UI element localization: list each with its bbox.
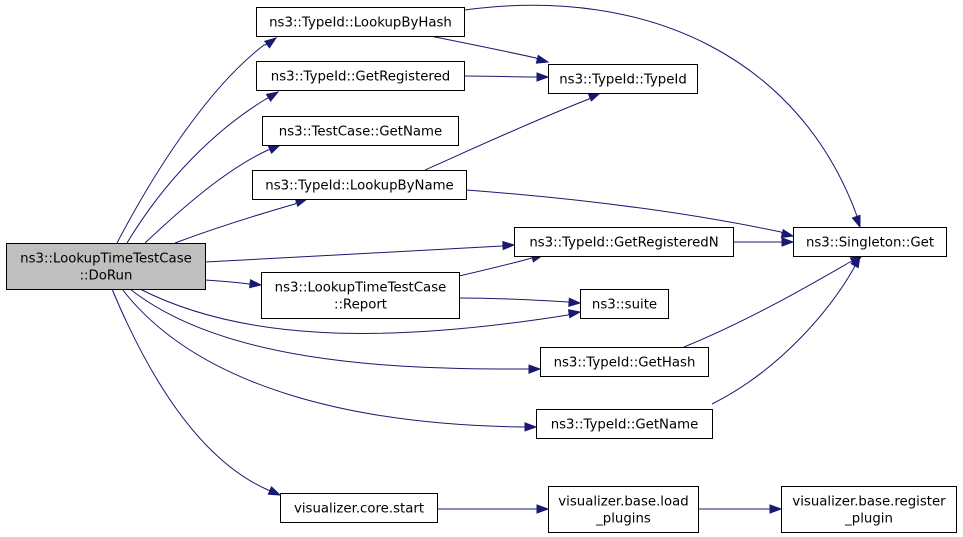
node-suite-label-1: ns3::suite (592, 298, 657, 313)
node-lookuptimetestcase-dorun[interactable]: ns3::LookupTimeTestCase::DoRun (6, 243, 206, 290)
node-typeid-getregisteredn-label-1: ns3::TypeId::GetRegisteredN (529, 236, 718, 251)
node-suite[interactable]: ns3::suite (580, 289, 669, 319)
node-visualizer-base-register-plugin-label-2: _plugin (844, 512, 893, 527)
edge-report-to-suite (458, 297, 582, 307)
node-visualizer-base-load-plugins-label-2: _plugins (595, 512, 651, 527)
node-lookuptimetestcase-report-label-1: ns3::LookupTimeTestCase (275, 281, 447, 296)
edge-dorun-to-vis_start (111, 288, 282, 496)
edge-vis_load-to-vis_register (697, 504, 783, 514)
node-visualizer-core-start[interactable]: visualizer.core.start (280, 493, 438, 523)
node-singleton-get[interactable]: ns3::Singleton::Get (793, 227, 947, 257)
node-typeid-lookupbyhash[interactable]: ns3::TypeId::LookupByHash (256, 7, 465, 37)
node-typeid-getname[interactable]: ns3::TypeId::GetName (536, 409, 713, 439)
node-typeid-lookupbyname[interactable]: ns3::TypeId::LookupByName (252, 170, 467, 200)
node-lookuptimetestcase-dorun-label-1: ns3::LookupTimeTestCase (20, 252, 192, 267)
edge-dorun-to-getregistered (126, 91, 280, 244)
node-testcase-getname-label-1: ns3::TestCase::GetName (279, 125, 442, 140)
node-typeid-lookupbyname-label-1: ns3::TypeId::LookupByName (265, 179, 453, 194)
edge-vis_start-to-vis_load (436, 504, 550, 514)
node-visualizer-core-start-label-1: visualizer.core.start (294, 502, 424, 517)
edge-report-to-getregisteredn (458, 253, 545, 277)
edge-dorun-to-lookupbyhash (116, 37, 278, 244)
node-typeid-getregistered[interactable]: ns3::TypeId::GetRegistered (256, 61, 465, 91)
edge-dorun-to-gethash (129, 288, 542, 374)
node-typeid-lookupbyhash-label-1: ns3::TypeId::LookupByHash (269, 16, 452, 31)
edge-gethash-to-singleton (683, 255, 864, 348)
node-visualizer-base-register-plugin-label-1: visualizer.base.register (792, 495, 946, 510)
edge-dorun-to-lookupbyname (174, 197, 309, 244)
node-visualizer-base-load-plugins[interactable]: visualizer.base.load _plugins (548, 486, 699, 533)
node-lookuptimetestcase-report[interactable]: ns3::LookupTimeTestCase::Report (261, 272, 460, 319)
edge-getregistered-to-typeid (463, 72, 550, 82)
call-graph-nodes: ns3::LookupTimeTestCase::DoRunns3::TypeI… (6, 7, 957, 533)
edge-dorun-to-getregisteredn (204, 240, 516, 263)
node-typeid-gethash[interactable]: ns3::TypeId::GetHash (540, 347, 709, 377)
node-typeid-typeid-label-1: ns3::TypeId::TypeId (559, 73, 687, 88)
node-singleton-get-label-1: ns3::Singleton::Get (806, 236, 934, 251)
node-visualizer-base-load-plugins-label-1: visualizer.base.load (558, 495, 688, 510)
node-typeid-getname-label-1: ns3::TypeId::GetName (551, 418, 699, 433)
node-lookuptimetestcase-report-label-2: ::Report (334, 298, 387, 313)
node-lookuptimetestcase-dorun-label-2: ::DoRun (80, 269, 133, 284)
node-typeid-typeid[interactable]: ns3::TypeId::TypeId (548, 64, 698, 94)
node-typeid-gethash-label-1: ns3::TypeId::GetHash (554, 356, 696, 371)
node-testcase-getname[interactable]: ns3::TestCase::GetName (262, 116, 459, 146)
edge-getregisteredn-to-singleton (732, 237, 795, 247)
node-visualizer-base-register-plugin[interactable]: visualizer.base.register _plugin (781, 486, 957, 533)
edge-lookupbyhash-to-typeid (429, 35, 550, 64)
edge-dorun-to-getname_tid (121, 288, 538, 432)
node-typeid-getregisteredn[interactable]: ns3::TypeId::GetRegisteredN (514, 227, 734, 257)
edge-lookupbyname-to-singleton (465, 189, 795, 239)
edge-lookupbyhash-to-singleton (463, 4, 861, 229)
edge-dorun-to-getname_tc (144, 144, 282, 244)
call-graph-edges (111, 4, 864, 514)
edge-getname_tid-to-singleton (711, 254, 861, 405)
edge-dorun-to-report (204, 279, 263, 289)
edge-dorun-to-suite (139, 288, 582, 334)
node-typeid-getregistered-label-1: ns3::TypeId::GetRegistered (271, 70, 450, 85)
